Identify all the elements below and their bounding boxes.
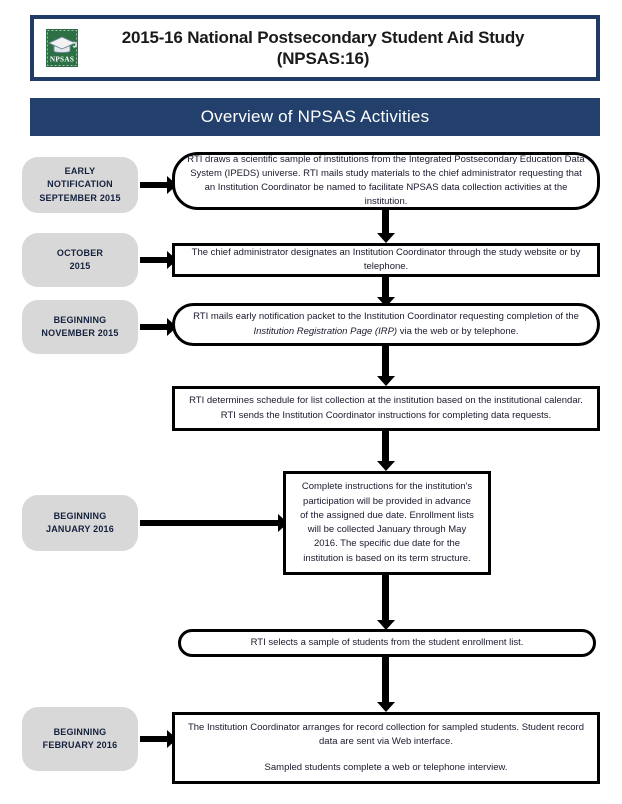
arrow-pill-to-step-5	[140, 520, 279, 526]
arrow-pill-to-step-3	[140, 324, 168, 330]
flow-step-5-text: Complete instructions for the institutio…	[300, 481, 474, 564]
flow-step-6: RTI selects a sample of students from th…	[178, 629, 596, 657]
flow-step-7: The Institution Coordinator arranges for…	[172, 712, 600, 784]
svg-text:NPSAS: NPSAS	[50, 56, 74, 64]
arrow-step-4-to-step-5	[382, 431, 389, 462]
arrow-pill-to-step-1	[140, 182, 168, 188]
arrow-pill-to-step-2	[140, 257, 168, 263]
flow-step-6-text: RTI selects a sample of students from th…	[250, 636, 524, 648]
flow-step-4-text: RTI determines schedule for list collect…	[189, 395, 583, 421]
flow-step-7-paragraph-1: The Institution Coordinator arranges for…	[187, 721, 585, 747]
flow-step-3: RTI mails early notification packet to t…	[172, 303, 600, 346]
flow-step-1-text: RTI draws a scientific sample of institu…	[187, 153, 585, 208]
flow-step-7-paragraph-2: Sampled students complete a web or telep…	[264, 762, 508, 774]
study-title-line-1: 2015-16 National Postsecondary Student A…	[121, 27, 525, 47]
flow-step-2-text: The chief administrator designates an In…	[191, 246, 581, 272]
study-title-line-2: (NPSAS:16)	[276, 49, 370, 68]
flow-step-1: RTI draws a scientific sample of institu…	[172, 152, 600, 210]
flow-step-3-text: RTI mails early notification packet to t…	[187, 310, 585, 339]
flow-step-3-text-tail: via the web or by telephone.	[397, 325, 519, 337]
study-title-banner: NPSAS 2015-16 National Postsecondary Stu…	[30, 15, 600, 81]
flow-step-3-text-lead: RTI mails early notification packet to t…	[193, 311, 579, 323]
flow-step-5: Complete instructions for the institutio…	[283, 471, 491, 575]
arrow-step-2-to-step-3	[382, 277, 389, 298]
arrow-pill-to-step-7	[140, 736, 168, 742]
flow-step-4: RTI determines schedule for list collect…	[172, 386, 600, 431]
flow-step-7-text: The Institution Coordinator arranges for…	[187, 721, 585, 776]
arrow-step-6-to-step-7	[382, 657, 389, 703]
study-title-text: 2015-16 National Postsecondary Student A…	[84, 27, 596, 70]
flow-step-3-text-emphasis: Institution Registration Page (IRP)	[253, 325, 398, 337]
npsas-logo-icon: NPSAS	[46, 29, 78, 67]
overview-banner: Overview of NPSAS Activities	[30, 98, 600, 136]
flow-step-2: The chief administrator designates an In…	[172, 243, 600, 277]
arrow-step-5-to-step-6	[382, 575, 389, 621]
overview-banner-label: Overview of NPSAS Activities	[200, 107, 430, 126]
arrow-step-3-to-step-4	[382, 346, 389, 377]
arrow-step-1-to-step-2	[382, 210, 389, 234]
